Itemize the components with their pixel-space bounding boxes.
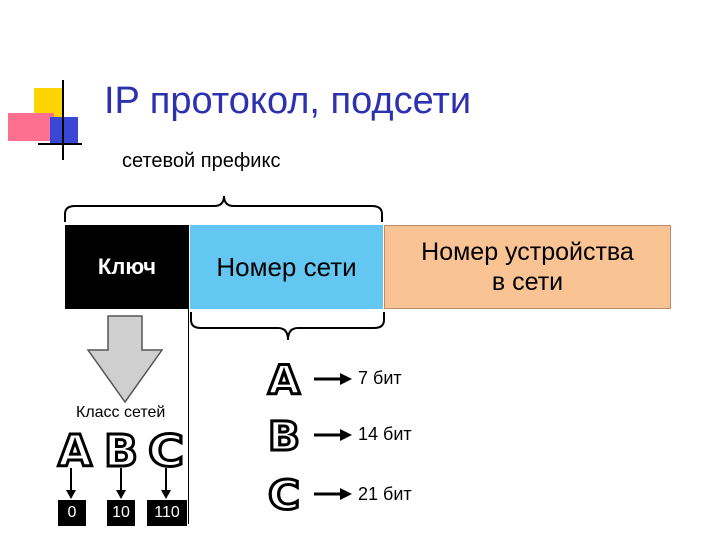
class-letter-a: A — [58, 426, 92, 477]
prefix-brace — [64, 195, 383, 222]
class-b-bits: 10 — [107, 500, 135, 526]
class-letter-c: C — [148, 426, 184, 477]
key-down-arrow — [86, 315, 164, 404]
decor-pink-rect — [8, 113, 54, 141]
device-field-line1: Номер устройства — [421, 238, 634, 266]
network-brace — [190, 312, 385, 341]
slide-title: IP протокол, подсети — [104, 80, 472, 122]
class-length-arrowheads — [340, 373, 352, 500]
class-letter-b: B — [104, 426, 138, 477]
class-c-bits: 110 — [147, 500, 187, 526]
decor-horizontal-line — [38, 143, 82, 145]
class-bit-arrows — [70, 468, 167, 492]
decor-blue-square — [50, 117, 78, 145]
network-field: Номер сети — [190, 225, 383, 309]
divider-line — [188, 309, 189, 524]
class-c-length: 21 бит — [358, 484, 412, 504]
key-field: Ключ — [65, 225, 189, 309]
length-letter-c: C — [268, 473, 300, 519]
class-a-length: 7 бит — [358, 368, 402, 388]
length-letter-a: A — [268, 358, 300, 404]
class-a-bits: 0 — [58, 500, 86, 526]
decor-vertical-line — [62, 80, 64, 160]
device-field: Номер устройства в сети — [384, 225, 671, 309]
class-bit-arrowheads — [66, 490, 171, 499]
prefix-label: сетевой префикс — [122, 150, 281, 172]
device-field-line2: в сети — [491, 268, 564, 296]
class-b-length: 14 бит — [358, 424, 412, 444]
class-length-arrows — [314, 377, 342, 496]
length-letter-b: B — [268, 414, 300, 460]
class-label: Класс сетей — [76, 404, 166, 421]
